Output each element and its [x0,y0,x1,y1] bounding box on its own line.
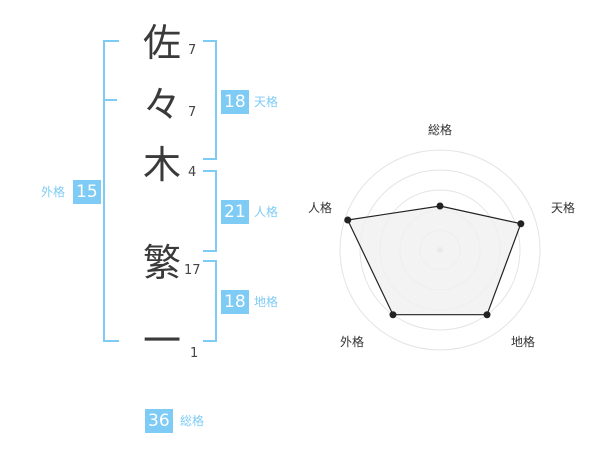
radar-label-tenkaku: 天格 [551,201,576,215]
soukaku-value: 36 [145,409,173,433]
tenkaku-bracket [203,40,217,160]
stroke-count-1: 7 [188,43,197,58]
name-char-5: 一 [142,319,181,363]
name-char-3: 木 [142,143,181,187]
radar-point-0 [436,202,444,210]
stroke-count-2: 7 [188,105,197,120]
jinkaku-value: 21 [221,200,249,224]
chikaku-value: 18 [221,290,249,314]
name-char-1: 佐 [142,21,181,65]
gaikaku-label: 外格 [41,185,66,199]
chikaku-label: 地格 [254,295,279,309]
radar-point-1 [517,220,525,228]
radar-chart [339,149,541,351]
radar-label-chikaku: 地格 [511,335,536,349]
stroke-count-5: 1 [190,346,199,361]
stroke-count-4: 17 [184,263,201,278]
radar-label-soukaku: 総格 [428,123,453,137]
gaikaku-value: 15 [73,180,101,204]
jinkaku-label: 人格 [254,205,279,219]
name-char-2: 々 [142,83,181,127]
chikaku-bracket [203,260,217,342]
tenkaku-label: 天格 [254,95,279,109]
soukaku-label: 総格 [180,414,205,428]
radar-label-gaikaku: 外格 [340,335,365,349]
radar-ring [359,169,521,331]
name-char-4: 繁 [142,241,181,285]
radar-area [346,205,522,316]
radar-label-jinkaku: 人格 [308,201,333,215]
gaikaku-bracket-tick [105,99,117,101]
tenkaku-value: 18 [221,90,249,114]
jinkaku-bracket [203,170,217,252]
radar-point-2 [483,311,491,319]
radar-ring [339,149,541,351]
radar-point-4 [344,216,352,224]
gaikaku-bracket [103,40,119,342]
stroke-count-3: 4 [188,165,197,180]
radar-point-3 [389,311,397,319]
